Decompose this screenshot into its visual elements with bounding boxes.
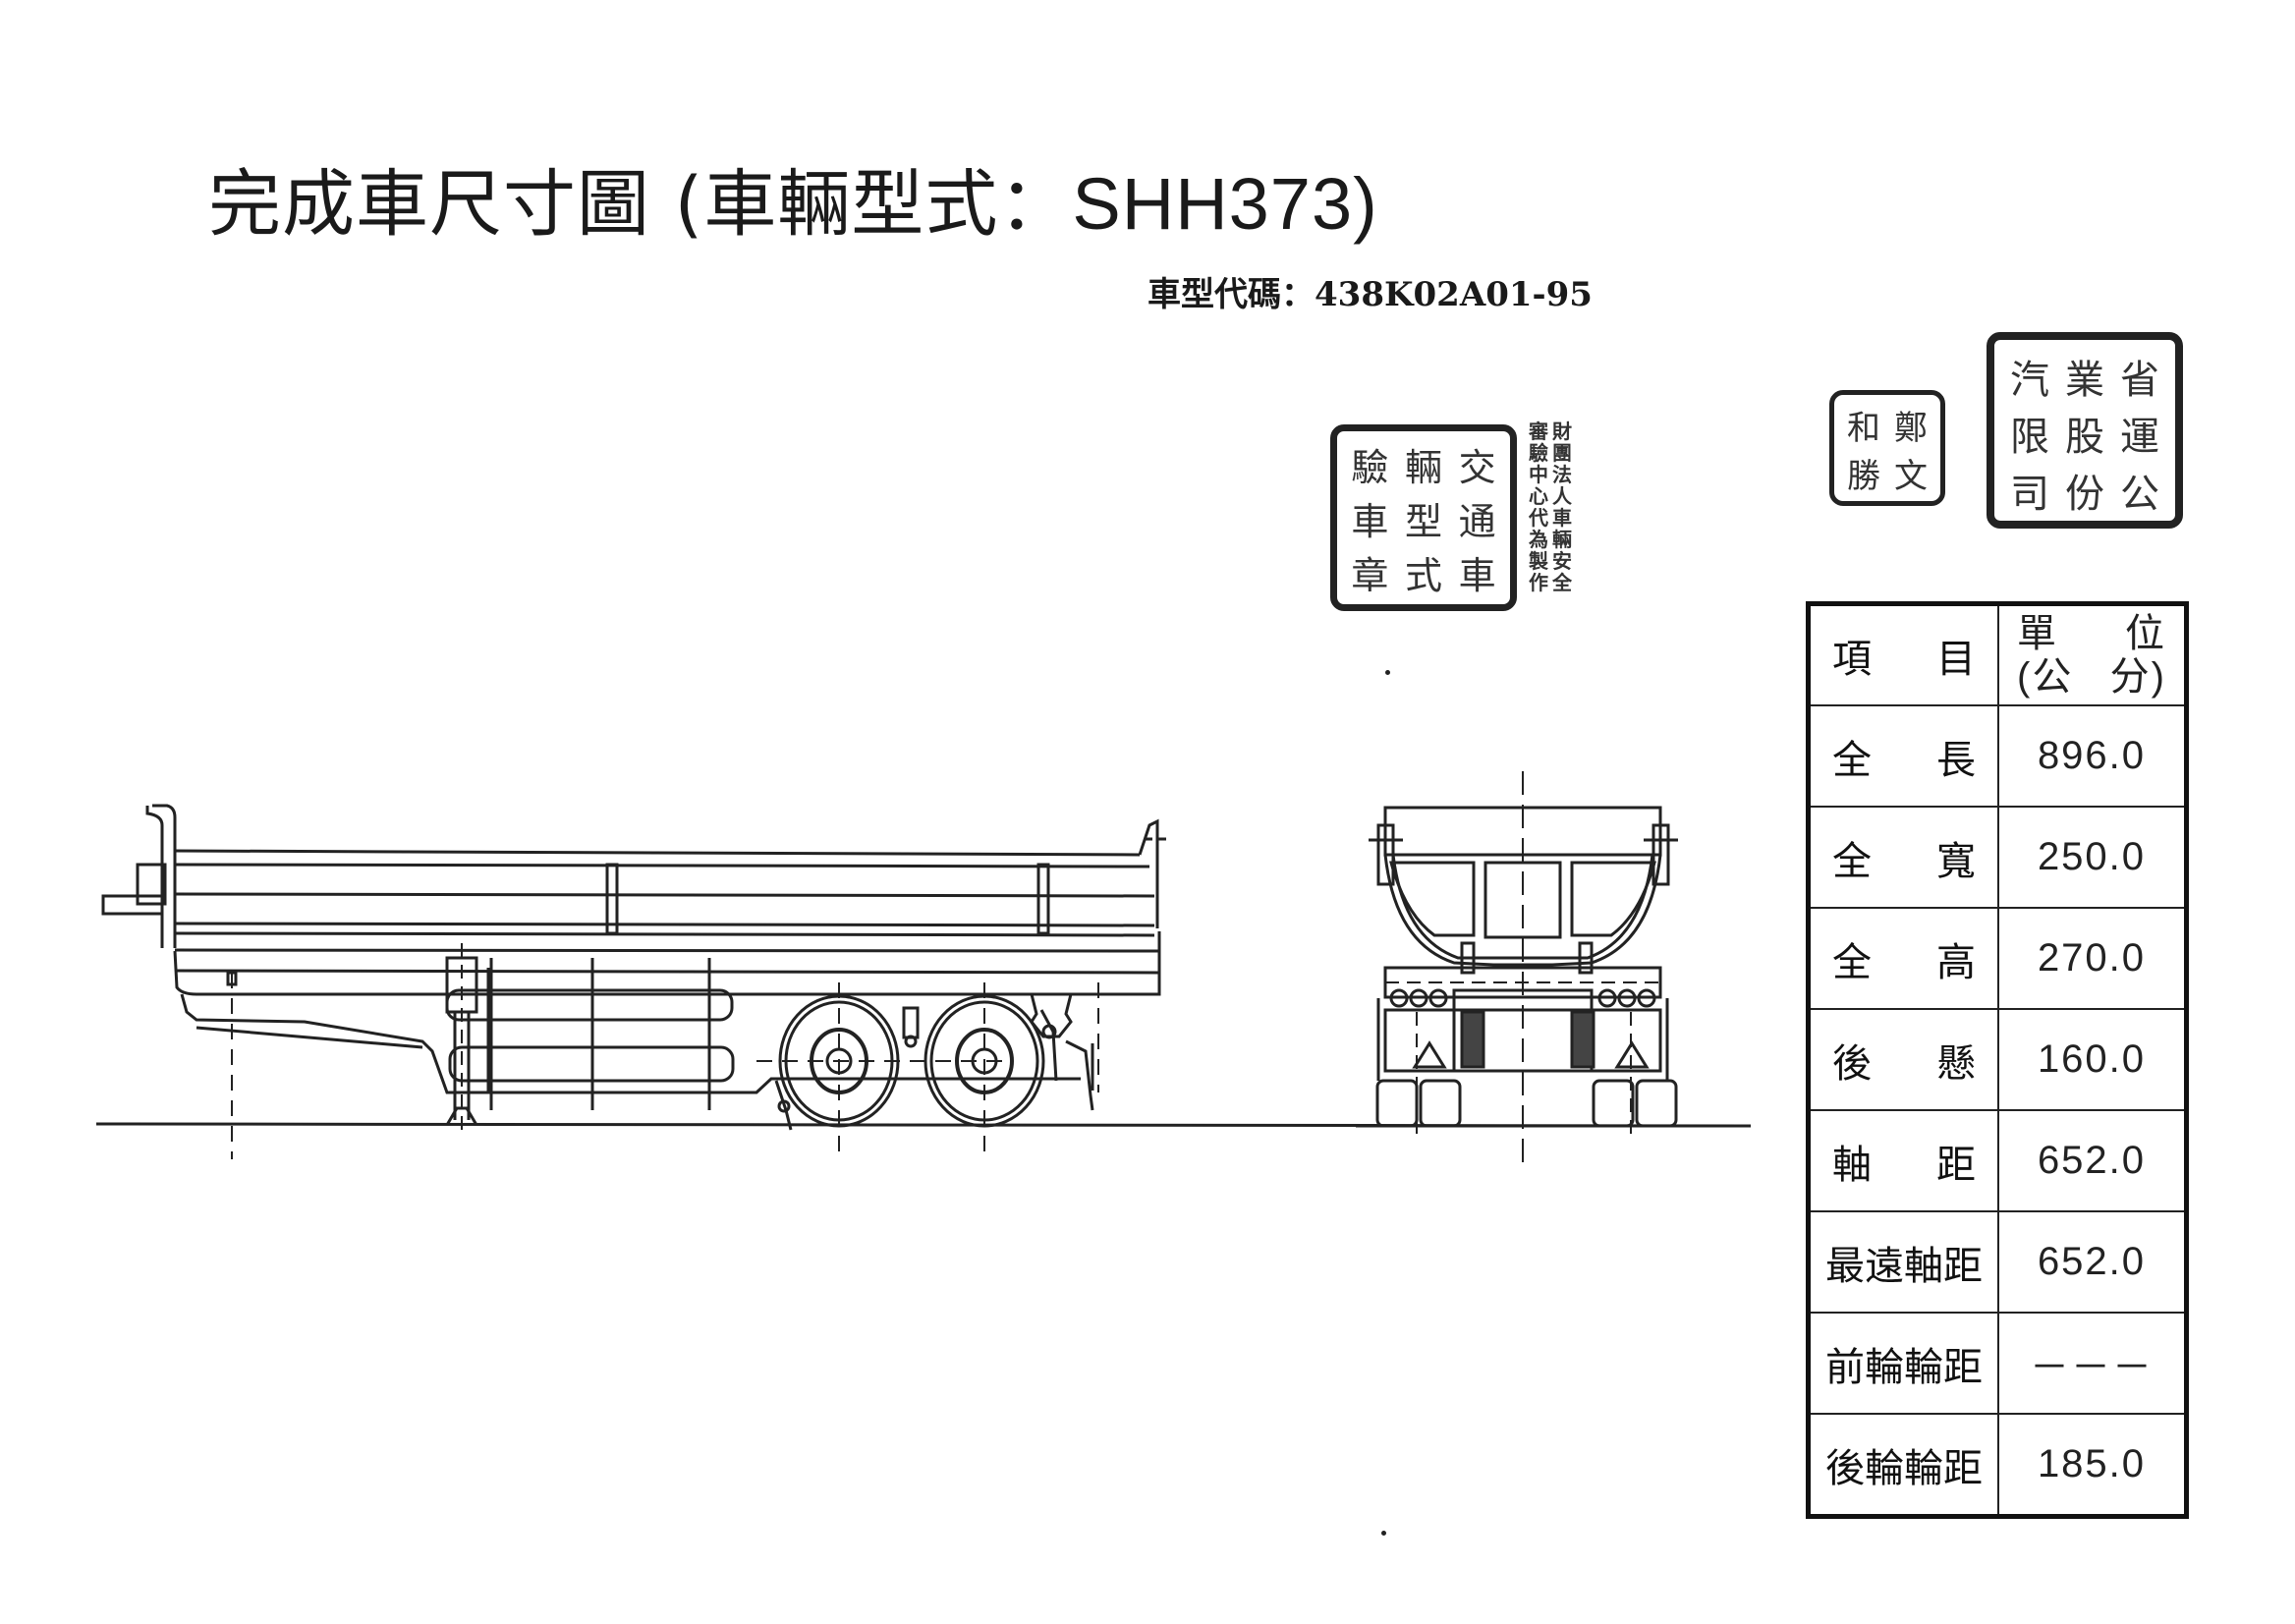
- table-row: 後輪輪距 185.0: [1807, 1413, 2188, 1518]
- row-value: 250.0: [1997, 806, 2188, 909]
- caption-char: 車: [1552, 506, 1572, 530]
- label-part: 軸: [1832, 1142, 1872, 1188]
- label-part: 高: [1936, 939, 1976, 985]
- caption-char: 心: [1529, 484, 1548, 508]
- stamp-caption: 財團法人車輛安全 審驗中心代為製作: [1529, 420, 1572, 593]
- row-label: 後輪輪距: [1807, 1413, 1999, 1518]
- row-value: 270.0: [1997, 907, 2188, 1010]
- caption-char: 全: [1552, 571, 1572, 594]
- scan-speck: [1381, 1531, 1386, 1536]
- seal-char: 司: [2010, 472, 2049, 517]
- row-label: 後懸: [1807, 1008, 1999, 1111]
- header-unit-a: 單: [2017, 612, 2058, 655]
- header-unit-c: (公: [2017, 655, 2074, 699]
- table-header-row: 項目 單位 (公分): [1807, 602, 2188, 706]
- header-item: 項目: [1807, 602, 1999, 706]
- table-row: 全長 896.0: [1807, 704, 2188, 808]
- table-row: 全高 270.0: [1807, 907, 2188, 1010]
- header-unit: 單 位 (公分): [1997, 602, 2188, 706]
- seal-char: 份: [2065, 472, 2104, 517]
- caption-char: 中: [1529, 463, 1548, 486]
- table-row: 最遠軸距 652.0: [1807, 1210, 2188, 1314]
- seal-char: 和: [1847, 409, 1880, 448]
- seal-char: 車: [1351, 500, 1389, 543]
- caption-char: 輛: [1552, 528, 1572, 551]
- header-unit-b: 位: [2125, 612, 2166, 655]
- label-part: 距: [1936, 1142, 1976, 1188]
- title-cjk: 完成車尺寸圖 (車輛型式：: [208, 162, 1073, 247]
- caption-char: 驗: [1529, 441, 1548, 465]
- seal-char: 型: [1404, 500, 1442, 543]
- vehicle-code-label: 車型代碼：: [1148, 275, 1315, 314]
- scan-speck: [1385, 670, 1390, 675]
- row-label: 前輪輪距: [1807, 1312, 1999, 1415]
- dimension-spec-table: 項目 單位 (公分) 全長 896.0 全寬 250.0 全高 270.0 後懸…: [1806, 601, 2189, 1519]
- header-item-a: 項: [1832, 637, 1872, 682]
- caption-char: 財: [1552, 420, 1572, 443]
- seal-char: 車: [1458, 554, 1496, 597]
- seal-char: 汽: [2010, 358, 2049, 403]
- caption-char: 法: [1552, 463, 1572, 486]
- row-value: 160.0: [1997, 1008, 2188, 1111]
- seal-char: 省: [2120, 358, 2159, 403]
- row-label: 最遠軸距: [1807, 1210, 1999, 1314]
- row-value: －－－: [1997, 1312, 2188, 1415]
- table-row: 後懸 160.0: [1807, 1008, 2188, 1111]
- header-unit-d: 分): [2109, 655, 2166, 699]
- row-value: 185.0: [1997, 1413, 2188, 1518]
- page-title: 完成車尺寸圖 (車輛型式：SHH373): [208, 145, 1378, 251]
- header-item-b: 目: [1936, 637, 1976, 682]
- seal-char: 輛: [1404, 446, 1442, 489]
- table-row: 全寬 250.0: [1807, 806, 2188, 909]
- row-label: 軸距: [1807, 1109, 1999, 1212]
- stamp-caption-col1: 財團法人車輛安全: [1552, 420, 1572, 593]
- caption-char: 製: [1529, 549, 1548, 573]
- stamp-caption-col2: 審驗中心代為製作: [1529, 420, 1548, 593]
- label-part: 後: [1832, 1040, 1872, 1087]
- seal-char: 業: [2065, 358, 2104, 403]
- table-row: 前輪輪距 －－－: [1807, 1312, 2188, 1415]
- company-seal-stamp: 汽 業 省 限 股 運 司 份 公: [1987, 332, 2183, 529]
- trailer-rear-view: [1356, 771, 1751, 1169]
- caption-char: 安: [1552, 549, 1572, 573]
- seal-char: 公: [2120, 472, 2159, 517]
- caption-char: 為: [1529, 528, 1548, 551]
- seal-char: 文: [1894, 457, 1928, 496]
- vehicle-code-value: 438K02A01-95: [1315, 275, 1593, 314]
- label-part: 全: [1832, 737, 1872, 783]
- caption-char: 團: [1552, 441, 1572, 465]
- trailer-side-view: [95, 804, 1752, 1161]
- seal-char: 式: [1404, 554, 1442, 597]
- row-value: 652.0: [1997, 1109, 2188, 1212]
- row-label: 全高: [1807, 907, 1999, 1010]
- seal-char: 股: [2065, 415, 2104, 460]
- seal-char: 交: [1458, 446, 1496, 489]
- personal-seal-stamp: 和 鄭 勝 文: [1829, 390, 1945, 506]
- seal-char: 鄭: [1894, 409, 1928, 448]
- row-value: 896.0: [1997, 704, 2188, 808]
- table-row: 軸距 652.0: [1807, 1109, 2188, 1212]
- label-part: 懸: [1936, 1040, 1976, 1087]
- label-part: 全: [1832, 838, 1872, 884]
- label-part: 長: [1936, 737, 1976, 783]
- seal-char: 勝: [1847, 457, 1880, 496]
- seal-char: 章: [1351, 554, 1389, 597]
- row-value: 652.0: [1997, 1210, 2188, 1314]
- seal-char: 驗: [1351, 446, 1389, 489]
- seal-char: 限: [2010, 415, 2049, 460]
- caption-char: 代: [1529, 506, 1548, 530]
- label-part: 寬: [1936, 838, 1976, 884]
- label-part: 全: [1832, 939, 1872, 985]
- seal-char: 通: [1458, 500, 1496, 543]
- row-label: 全寬: [1807, 806, 1999, 909]
- seal-char: 運: [2120, 415, 2159, 460]
- official-seal-stamp: 驗 輛 交 車 型 通 章 式 車: [1330, 424, 1517, 611]
- vehicle-code: 車型代碼：438K02A01-95: [1148, 267, 1593, 315]
- title-model: SHH373): [1072, 163, 1378, 245]
- caption-char: 作: [1529, 571, 1548, 594]
- caption-char: 人: [1552, 484, 1572, 508]
- row-label: 全長: [1807, 704, 1999, 808]
- caption-char: 審: [1529, 420, 1548, 443]
